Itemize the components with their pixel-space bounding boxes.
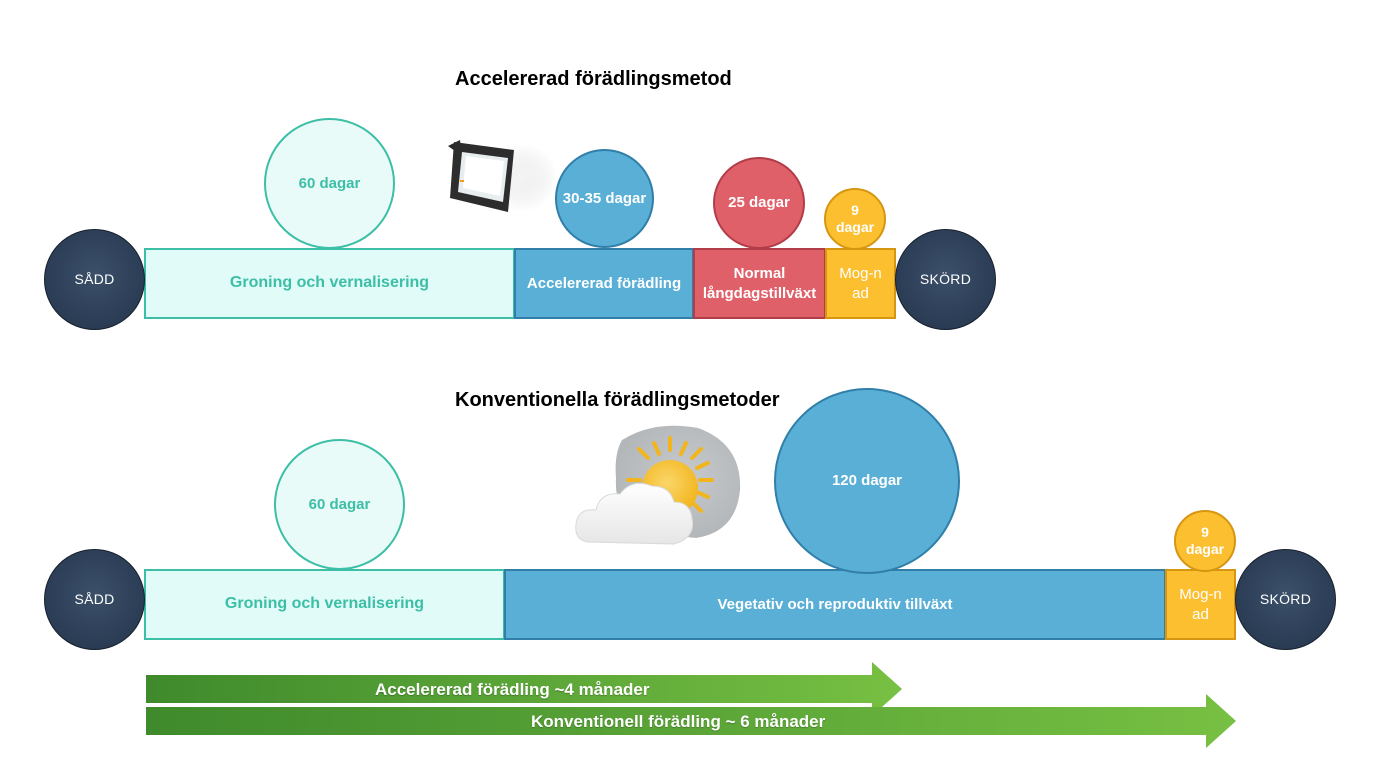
conventional-duration-arrow: [146, 694, 1236, 748]
accelerated-phase-maturation-bar: Mog-nad: [825, 248, 896, 319]
accelerated-duration-germination: 60 dagar: [264, 118, 395, 249]
conventional-duration-germination: 60 dagar: [274, 439, 405, 570]
conventional-duration-maturation: 9 dagar: [1174, 510, 1236, 572]
conventional-phase-germination-bar: Groning och vernalisering: [144, 569, 505, 640]
conventional-duration-germination-text: 60 dagar: [308, 495, 371, 513]
conventional-duration-growth-text: 120 dagar: [831, 472, 903, 489]
accelerated-duration-acceleration: 30-35 dagar: [555, 149, 654, 248]
conventional-phase-maturation-bar: Mog-nad: [1165, 569, 1236, 640]
conventional-duration-growth: 120 dagar: [774, 388, 960, 574]
conventional-phase-growth-label: Vegetativ och reproduktiv tillväxt: [717, 595, 953, 613]
accelerated-duration-longday: 25 dagar: [713, 157, 805, 249]
conventional-start-node: SÅDD: [44, 549, 145, 650]
conventional-start-label: SÅDD: [74, 591, 115, 608]
accelerated-phase-longday-label: Normal långdagstillväxt: [702, 265, 817, 302]
accelerated-start-label: SÅDD: [74, 271, 115, 288]
accelerated-duration-acceleration-text: 30-35 dagar: [562, 189, 647, 207]
accelerated-duration-maturation-text: 9 dagar: [835, 202, 875, 235]
accelerated-duration-germination-text: 60 dagar: [298, 174, 361, 192]
accelerated-phase-germination-bar: Groning och vernalisering: [144, 248, 515, 319]
conventional-phase-germination-label: Groning och vernalisering: [224, 595, 425, 613]
accelerated-title: Accelererad förädlingsmetod: [455, 68, 732, 90]
conventional-end-label: SKÖRD: [1259, 591, 1312, 608]
accelerated-duration-maturation: 9 dagar: [824, 188, 886, 250]
accelerated-phase-acceleration-label: Accelererad förädling: [526, 274, 682, 292]
accelerated-end-label: SKÖRD: [919, 271, 972, 288]
accelerated-duration-arrow: [146, 662, 902, 716]
accelerated-phase-germination-label: Groning och vernalisering: [229, 274, 430, 292]
sun-cloud-icon: [575, 425, 741, 545]
accelerated-start-node: SÅDD: [44, 229, 145, 330]
accelerated-end-node: SKÖRD: [895, 229, 996, 330]
conventional-duration-arrow-label: Konventionell förädling ~ 6 månader: [531, 712, 826, 731]
conventional-title: Konventionella förädlingsmetoder: [455, 389, 780, 411]
accelerated-phase-longday-bar: Normal långdagstillväxt: [693, 248, 826, 319]
accelerated-duration-longday-text: 25 dagar: [728, 194, 790, 211]
grow-lamp-icon: [448, 140, 558, 212]
conventional-duration-maturation-text: 9 dagar: [1185, 524, 1225, 557]
conventional-phase-maturation-label: Mog-nad: [1179, 586, 1222, 623]
accelerated-duration-arrow-label: Accelererad förädling ~4 månader: [375, 680, 650, 699]
accelerated-phase-maturation-label: Mog-nad: [839, 265, 882, 302]
conventional-end-node: SKÖRD: [1235, 549, 1336, 650]
accelerated-phase-acceleration-bar: Accelererad förädling: [514, 248, 694, 319]
conventional-phase-growth-bar: Vegetativ och reproduktiv tillväxt: [504, 569, 1166, 640]
